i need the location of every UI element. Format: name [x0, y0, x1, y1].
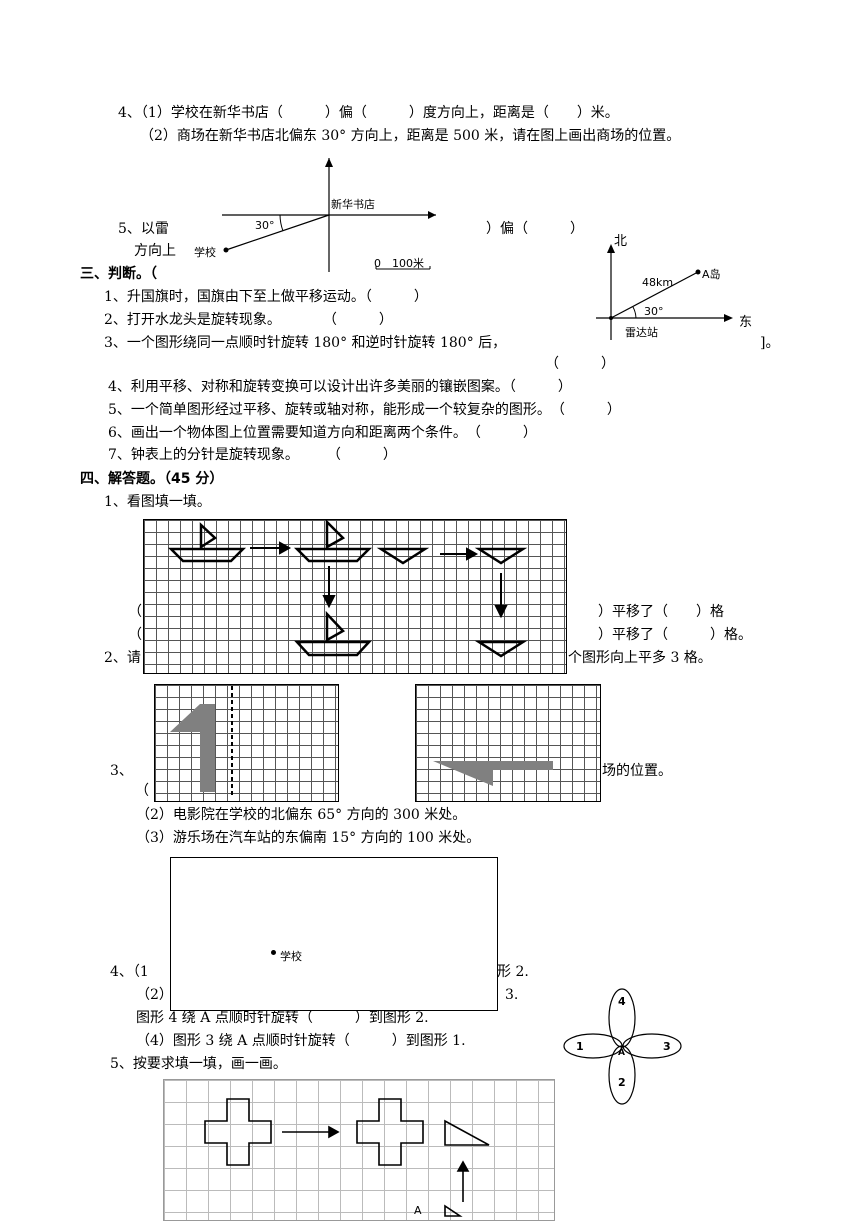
judge-item-7: 7、钟表上的分针是旋转现象。 （ ）	[108, 447, 397, 463]
boat-2-sail	[325, 518, 346, 550]
petal-label-2: 2	[618, 1076, 626, 1089]
radar-island-dot	[695, 269, 701, 275]
triangle-3	[474, 640, 528, 658]
triangle-bottom	[444, 1204, 463, 1217]
q5-line1-left: 5、以雷	[118, 221, 169, 237]
map-school-ray	[225, 214, 330, 251]
judge-item-2: 2、打开水龙头是旋转现象。 （ ）	[104, 312, 393, 328]
q4-part1: 4、（1）学校在新华书店（ ）偏（ ）度方向上，距离是（ ）米。	[118, 105, 619, 121]
shape-seven	[170, 704, 215, 792]
radar-label-angle: 30°	[644, 305, 664, 318]
school-map-dot	[271, 950, 276, 955]
radar-label-distance: 48km	[642, 276, 674, 289]
section3-title: 三、判断。（	[80, 266, 157, 282]
boat-3-hull	[294, 640, 372, 657]
sec4-q2-left: 2、请	[104, 650, 141, 666]
grid-axis-symmetry	[154, 684, 339, 802]
arrowhead-triangle-down	[494, 605, 508, 619]
radar-angle-arc	[632, 306, 637, 319]
sec4-q1-line1-left: （	[128, 604, 142, 620]
boat-1-sail	[199, 522, 218, 550]
petal-1	[563, 1033, 623, 1059]
arrowhead-cross-right	[328, 1125, 340, 1139]
map-angle-arc	[279, 214, 284, 232]
sec4-q3-left2: （	[135, 783, 149, 799]
radar-east-arrow	[724, 314, 733, 322]
boat-3-sail	[325, 610, 346, 643]
sec4-q1-prompt: 1、看图填一填。	[104, 494, 211, 510]
triangle-1	[376, 547, 430, 565]
map-label-angle: 30°	[255, 219, 275, 232]
petal-label-4: 4	[618, 995, 626, 1008]
map-scale-label: 0 100米	[374, 257, 424, 270]
section4-title: 四、解答题。（45 分）	[80, 471, 224, 487]
judge-item-3: 3、一个图形绕同一点顺时针旋转 180° 和逆时针旋转 180° 后，	[104, 335, 507, 351]
judge-item-3-paren: （ ）	[545, 356, 615, 372]
radar-label-north: 北	[614, 234, 628, 249]
q5-line2: 方向上	[134, 243, 176, 259]
sec4-q3-part2: （2）电影院在学校的北偏东 65° 方向的 300 米处。	[136, 807, 467, 823]
sec4-q4-line2-right: 3.	[505, 987, 519, 1003]
sec4-q5-prompt: 5、按要求填一填，画一画。	[110, 1056, 287, 1072]
radar-label-island: A岛	[702, 268, 721, 281]
grid-translate-up	[415, 684, 601, 802]
sec4-q4-line3: 图形 4 绕 A 点顺时针旋转（ ）到图形 2.	[136, 1010, 429, 1026]
judge-item-4: 4、利用平移、对称和旋转变换可以设计出许多美丽的镶嵌图案。（ ）	[108, 379, 572, 395]
sec4-q3-left: 3、	[110, 763, 133, 779]
sec4-q2-right: 个图形向上平多 3 格。	[568, 650, 712, 666]
petal-label-3: 3	[663, 1040, 671, 1053]
sec4-q1-line2-left: （	[128, 627, 142, 643]
radar-label-east: 东	[739, 315, 753, 330]
sec4-q4-line4: （4）图形 3 绕 A 点顺时针旋转（ ）到图形 1.	[136, 1033, 466, 1049]
arrowhead-boat-right	[279, 541, 292, 555]
school-map-box	[170, 857, 498, 1011]
boat-1-hull	[167, 547, 247, 563]
sec4-q1-line2-right: ）平移了（ ）格。	[598, 627, 752, 643]
sec4-q4-line2-left: （2）	[136, 987, 173, 1003]
cross-2	[356, 1098, 424, 1166]
school-map-label: 学校	[280, 950, 302, 963]
map-school-dot	[223, 247, 229, 253]
bottom-grid	[163, 1079, 555, 1221]
radar-label-station: 雷达站	[625, 326, 658, 339]
boat-2-hull	[293, 547, 373, 563]
arrowhead-triangle-right	[466, 547, 479, 561]
arrowhead-up	[456, 1160, 470, 1172]
map-label-store: 新华书店	[331, 198, 375, 211]
petal-3	[622, 1033, 682, 1059]
cross-1	[204, 1098, 272, 1166]
q5-line1-right: ）偏（ ）	[486, 221, 584, 237]
judge-item-1: 1、升国旗时，国旗由下至上做平移运动。（ ）	[104, 289, 428, 305]
map-label-school: 学校	[194, 246, 216, 259]
triangle-2	[474, 547, 528, 565]
radar-island-ray	[610, 271, 699, 319]
arrowhead-boat-down	[322, 595, 336, 609]
sec4-q3-part3: （3）游乐场在汽车站的东偏南 15° 方向的 100 米处。	[136, 830, 481, 846]
map-east-arrow	[428, 211, 436, 219]
judge-item-3-end: ]。	[760, 335, 780, 351]
right-triangle	[444, 1119, 490, 1146]
judge-item-5: 5、一个简单图形经过平移、旋转或轴对称，能形成一个较复杂的图形。 （ ）	[108, 402, 621, 418]
judge-item-6: 6、画出一个物体图上位置需要知道方向和距离两个条件。 （ ）	[108, 425, 537, 441]
translation-grid	[143, 519, 567, 674]
sec4-q4-line1-right: 形 2.	[497, 964, 529, 980]
bottom-label-a: A	[414, 1204, 422, 1217]
radar-north-arrow	[607, 244, 615, 253]
sec4-q1-line1-right: ）平移了（ ）格	[598, 604, 724, 620]
q4-part2: （2）商场在新华书店北偏东 30° 方向上，距离是 500 米，请在图上画出商场…	[140, 128, 681, 144]
sec4-q4-line1-left: 4、（1	[110, 964, 149, 980]
shape-flag	[433, 761, 553, 786]
map-north-arrow	[325, 158, 333, 167]
petal-label-1: 1	[576, 1040, 584, 1053]
sec4-q3-right: 场的位置。	[602, 763, 672, 779]
petal-label-a: A	[618, 1048, 625, 1058]
radar-station-dot	[609, 316, 613, 320]
